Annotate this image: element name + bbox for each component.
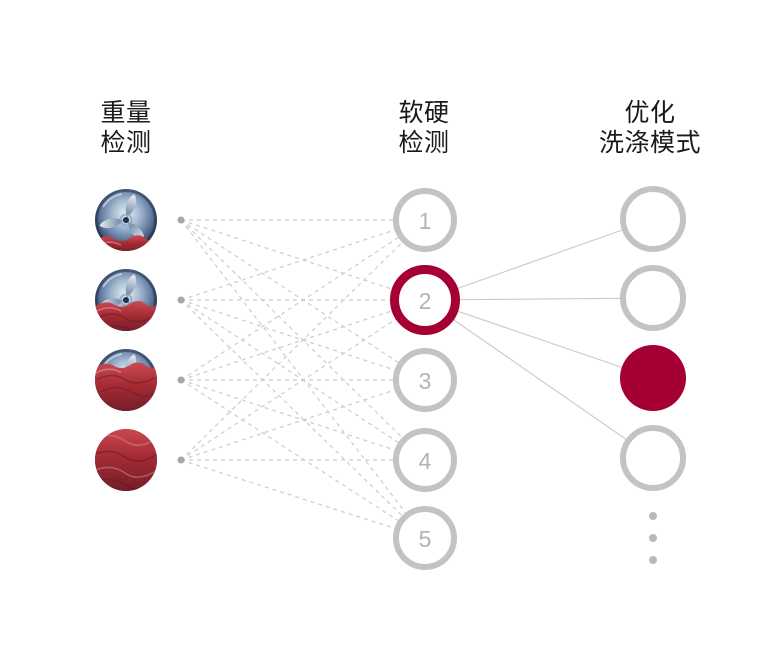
link-dot (177, 216, 185, 224)
input-image-2 (95, 269, 157, 331)
solid-connection-line (424, 297, 654, 301)
nodes-layer: 1 2 3 4 5 (95, 186, 686, 570)
hidden-node-circle (393, 188, 457, 252)
dashed-connection-line (180, 299, 426, 539)
link-dot (177, 456, 185, 464)
input-image-4 (95, 429, 157, 491)
hidden-node-label: 2 (419, 288, 432, 314)
solid-connection-line (424, 299, 654, 459)
output-node-circle (620, 265, 686, 331)
column-title-line: 优化 (624, 99, 676, 127)
hidden-node-3: 3 (393, 348, 457, 412)
hidden-node-2: 2 (390, 265, 460, 335)
fabric-crease (100, 386, 157, 398)
dashed-connection-line (180, 379, 426, 539)
output-node-circle (620, 425, 686, 491)
edges-layer (180, 218, 654, 539)
hidden-node-label: 1 (419, 208, 432, 234)
fabric-crease (95, 450, 157, 462)
dashed-connection-line (180, 459, 426, 539)
hidden-node-circle (393, 428, 457, 492)
ellipsis-dot (649, 556, 657, 564)
column-title-line: 检测 (398, 129, 450, 157)
dashed-connection-line (180, 219, 426, 461)
ellipsis-dot (649, 534, 657, 542)
hidden-node-label: 3 (419, 368, 432, 394)
fabric-crease (95, 466, 157, 478)
solid-connection-line (424, 218, 654, 301)
column-title-line: 软硬 (398, 99, 450, 127)
fabric-crease (101, 261, 157, 270)
red-fabric (95, 301, 157, 331)
dashed-connection-line (180, 379, 426, 461)
fabric-highlight (95, 307, 122, 313)
column-title-line: 洗涤模式 (598, 129, 702, 157)
column-title-line: 重量 (100, 99, 152, 127)
input-image-1 (95, 189, 157, 270)
hidden-node-circle (393, 348, 457, 412)
hidden-node-circle (393, 506, 457, 570)
input-image-3 (95, 349, 157, 411)
fabric-crease (96, 313, 156, 323)
hidden-node-5: 5 (393, 506, 457, 570)
output-node-circle (620, 186, 686, 252)
ellipsis-dot (649, 512, 657, 520)
hidden-node-4: 4 (393, 428, 457, 492)
fabric-crease (96, 374, 156, 384)
hidden-node-circle-highlighted (390, 265, 460, 335)
red-fabric (95, 362, 157, 411)
fabric-highlight (95, 368, 122, 375)
dashed-connection-line (180, 219, 426, 381)
dashed-connection-line (180, 219, 426, 301)
hidden-node-1: 1 (393, 188, 457, 252)
hidden-node-label: 5 (419, 526, 432, 552)
link-dot (177, 376, 185, 384)
dashed-connection-line (180, 219, 426, 539)
red-fabric (95, 429, 157, 491)
column-title-softness-detection: 软硬 检测 (398, 98, 449, 158)
solid-connection-line (424, 299, 654, 379)
hidden-node-label: 4 (419, 448, 432, 474)
column-title-optimized-wash-mode: 优化 洗涤模式 (599, 98, 701, 158)
dashed-connection-line (180, 299, 426, 461)
column-title-line: 检测 (100, 129, 152, 157)
column-title-weight-detection: 重量 检测 (100, 98, 151, 158)
output-node-selected (620, 345, 686, 411)
link-dot (177, 296, 185, 304)
